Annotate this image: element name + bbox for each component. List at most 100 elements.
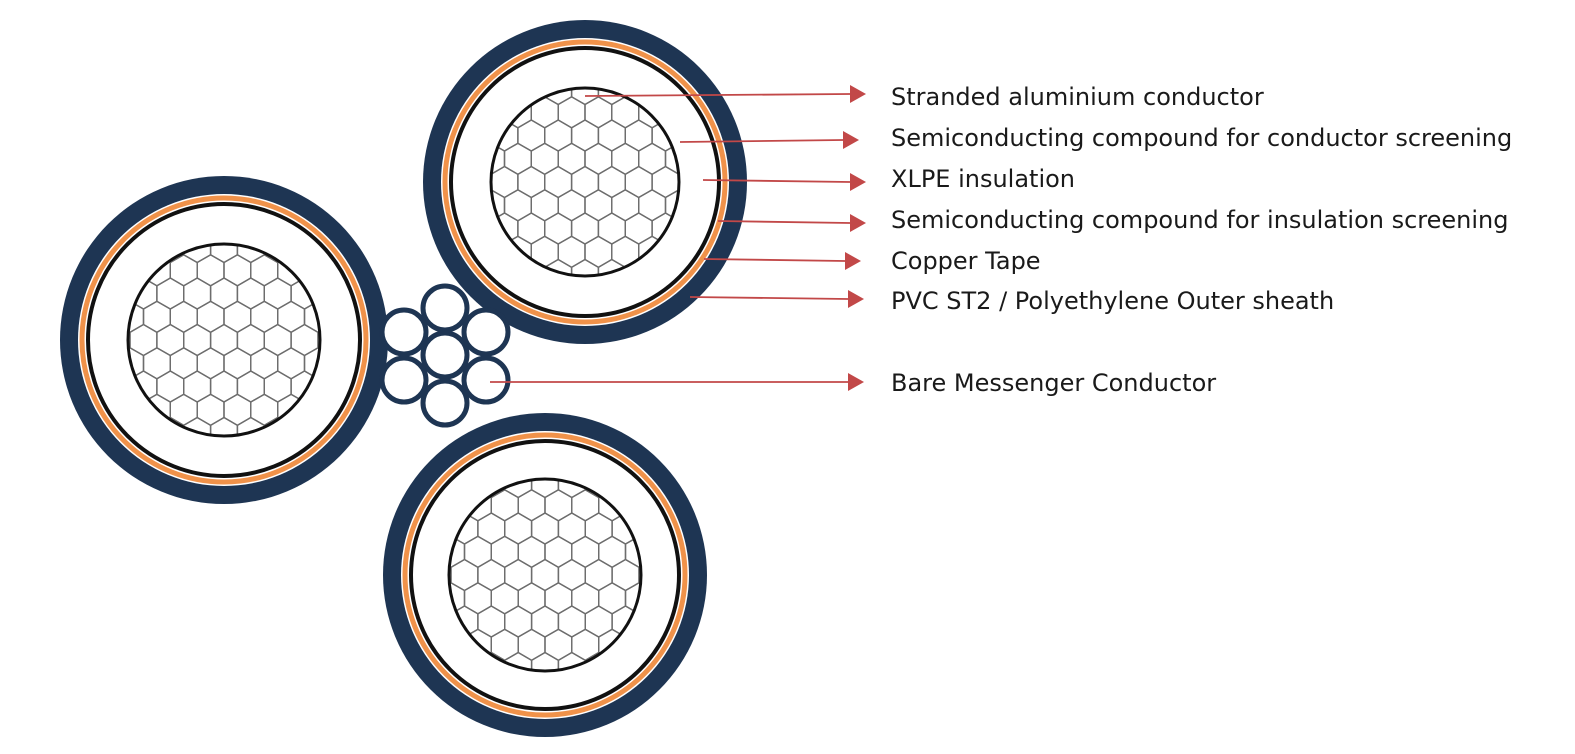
aluminium-strand (357, 490, 384, 521)
arrow-right-icon (845, 252, 861, 270)
aluminium-strand (357, 74, 384, 105)
aluminium-strand (706, 676, 733, 707)
aluminium-strand (746, 560, 773, 591)
aluminium-strand (692, 4, 719, 35)
aluminium-strand (157, 139, 184, 170)
aluminium-strand (478, 746, 505, 754)
aluminium-strand (318, 139, 345, 170)
aluminium-strand (117, 162, 144, 193)
messenger-strand (420, 378, 470, 428)
aluminium-strand (572, 353, 599, 384)
aluminium-strand (76, 464, 103, 495)
aluminium-strand (9, 162, 36, 193)
aluminium-strand (465, 722, 492, 753)
aluminium-strand (720, 560, 747, 591)
aluminium-strand (157, 511, 184, 542)
aluminium-strand (103, 139, 130, 170)
aluminium-strand (9, 208, 36, 239)
arrow-right-icon (850, 214, 866, 232)
aluminium-strand (23, 371, 50, 402)
aluminium-strand (760, 629, 787, 660)
aluminium-strand (478, 4, 505, 35)
messenger-strand (461, 307, 511, 357)
aluminium-strand (372, 139, 399, 170)
aluminium-strand (760, 167, 787, 198)
aluminium-strand (370, 143, 397, 174)
aluminium-strand (384, 260, 411, 291)
arrow-right-icon (843, 131, 859, 149)
insulation-screen-layer (86, 202, 362, 478)
aluminium-strand (746, 420, 773, 451)
leader-lines (490, 85, 866, 391)
leader-messenger (490, 373, 864, 391)
aluminium-strand (652, 0, 679, 12)
aluminium-strand (679, 0, 706, 12)
aluminium-strand (773, 329, 800, 360)
aluminium-strand (558, 746, 585, 754)
aluminium-strand (451, 746, 478, 754)
aluminium-strand (305, 162, 332, 193)
aluminium-strand (357, 722, 384, 753)
aluminium-strand (0, 278, 23, 309)
aluminium-strand (598, 353, 625, 384)
conductor-area (491, 88, 679, 276)
aluminium-strand (318, 511, 345, 542)
aluminium-strand (9, 441, 36, 472)
messenger-strand (420, 283, 470, 333)
aluminium-strand (598, 0, 625, 12)
aluminium-strand (597, 258, 626, 276)
aluminium-strand (184, 511, 211, 542)
aluminium-strand (733, 306, 760, 337)
label-copper-tape: Copper Tape (891, 247, 1041, 275)
aluminium-strand (50, 464, 77, 495)
aluminium-strand (733, 490, 760, 521)
aluminium-strand (357, 629, 384, 660)
aluminium-strand (9, 394, 36, 425)
aluminium-strand (625, 0, 652, 12)
aluminium-strand (786, 353, 813, 384)
aluminium-strand (397, 420, 424, 451)
aluminium-strand (585, 374, 612, 405)
aluminium-strand (438, 722, 465, 753)
aluminium-strand (357, 583, 384, 614)
messenger-conductor (379, 283, 511, 428)
aluminium-strand (760, 443, 787, 474)
aluminium-strand (357, 27, 384, 58)
aluminium-strand (733, 397, 760, 428)
aluminium-strand (800, 236, 827, 267)
aluminium-strand (130, 511, 157, 542)
aluminium-strand (0, 232, 23, 263)
aluminium-strand (786, 120, 813, 151)
aluminium-strand (760, 397, 787, 428)
aluminium-strand (760, 260, 787, 291)
aluminium-strand (760, 27, 787, 58)
aluminium-strand (0, 325, 23, 356)
aluminium-strand (237, 139, 264, 170)
aluminium-strand (0, 418, 23, 449)
aluminium-strand (50, 139, 77, 170)
arrow-right-icon (850, 85, 866, 103)
aluminium-strand (397, 4, 424, 35)
aluminium-strand (397, 699, 424, 730)
aluminium-strand (733, 27, 760, 58)
aluminium-strand (706, 27, 733, 58)
aluminium-strand (9, 348, 36, 379)
aluminium-strand (572, 0, 599, 12)
aluminium-strand (36, 348, 63, 379)
leader-conductor-screen (679, 131, 859, 149)
aluminium-strand (746, 374, 773, 405)
aluminium-strand (372, 418, 399, 449)
aluminium-strand (317, 699, 344, 730)
aluminium-strand (733, 583, 760, 614)
aluminium-strand (357, 167, 384, 198)
aluminium-strand (237, 511, 264, 542)
aluminium-strand (358, 487, 385, 518)
aluminium-strand (36, 487, 63, 518)
aluminium-strand (706, 583, 733, 614)
aluminium-strand (693, 746, 720, 754)
messenger-strand (379, 355, 429, 405)
aluminium-strand (330, 629, 357, 660)
aluminium-strand (760, 490, 787, 521)
aluminium-strand (720, 699, 747, 730)
aluminium-strand (679, 443, 706, 474)
